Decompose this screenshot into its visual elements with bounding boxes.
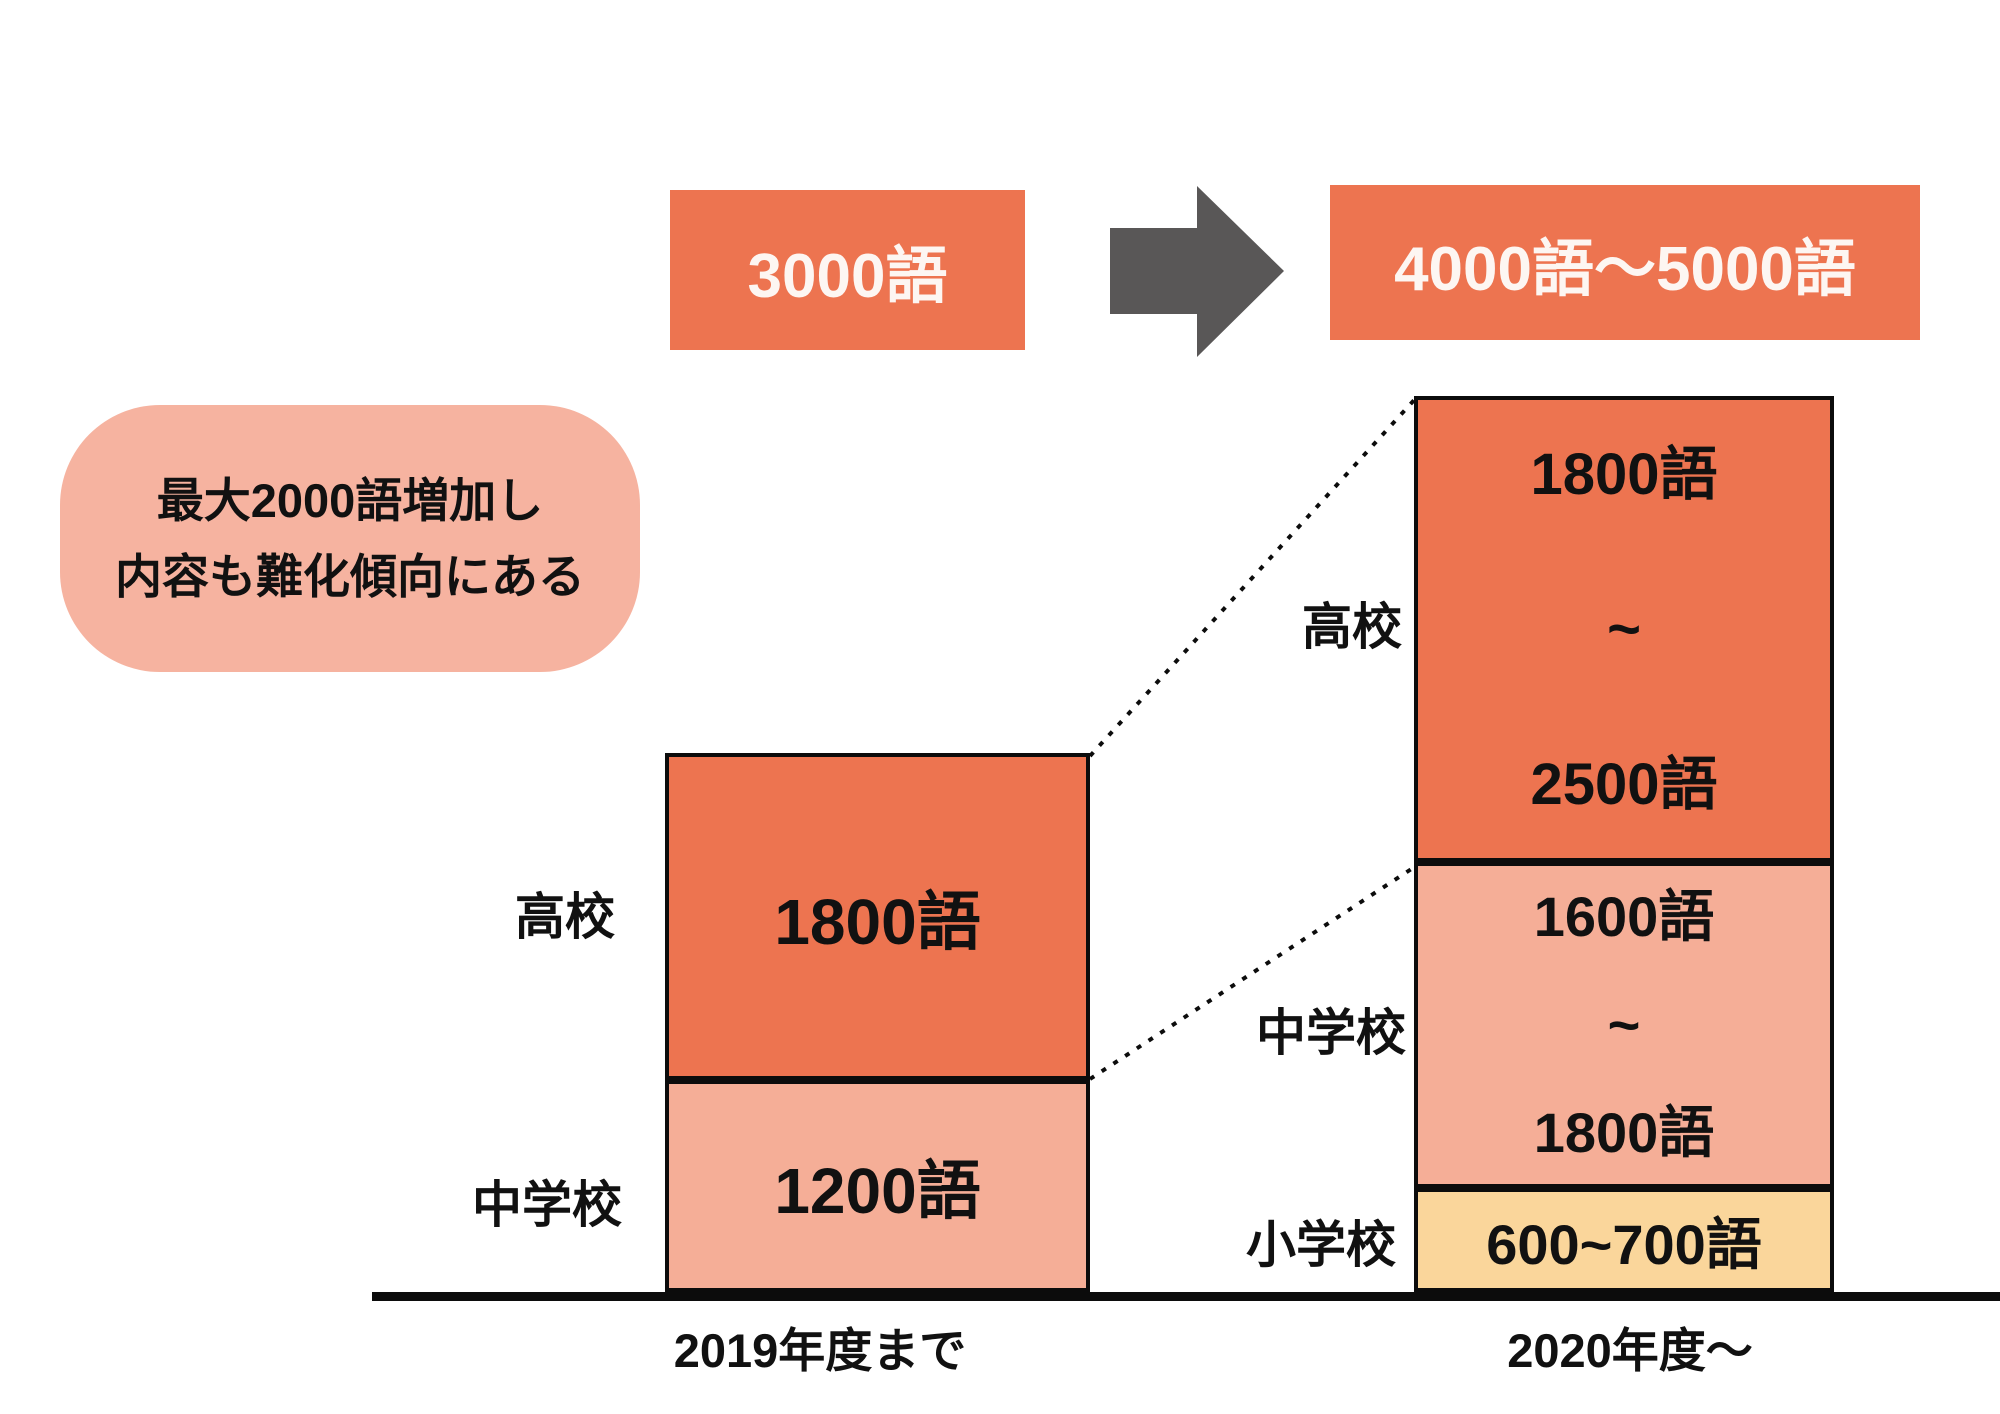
bar-2020-elementary-value: 600~700語 bbox=[1486, 1212, 1762, 1276]
annotation-line-1: 最大2000語増加し bbox=[156, 473, 544, 527]
bar-2019-highschool-segment: 1800語 bbox=[665, 753, 1090, 1080]
label-juniorhigh-2019: 中学校 bbox=[472, 1177, 622, 1233]
bar-2020-juniorhigh-value-min: 1600語 bbox=[1533, 885, 1715, 948]
arrow-right-icon bbox=[1110, 186, 1284, 357]
tilde-separator: ~ bbox=[1607, 596, 1641, 662]
bar-2020-elementary-segment: 600~700語 bbox=[1414, 1188, 1834, 1292]
bar-2020-juniorhigh-segment: 1600語 ~ 1800語 bbox=[1414, 862, 1834, 1188]
x-axis-line bbox=[372, 1292, 2000, 1301]
bar-2020-highschool-segment: 1800語 ~ 2500語 bbox=[1414, 396, 1834, 862]
axis-label-2020: 2020年度〜 bbox=[1507, 1324, 1753, 1377]
bar-2020-highschool-value-min: 1800語 bbox=[1530, 441, 1718, 507]
total-after-label: 4000語〜5000語 bbox=[1394, 234, 1856, 304]
bar-2019-juniorhigh-value: 1200語 bbox=[774, 1155, 981, 1227]
total-before-label: 3000語 bbox=[747, 242, 948, 311]
bar-2019: 1800語 1200語 bbox=[665, 753, 1090, 1292]
connector-dotted-line-top bbox=[1088, 396, 1418, 758]
bar-2019-juniorhigh-segment: 1200語 bbox=[665, 1080, 1090, 1292]
total-after-box: 4000語〜5000語 bbox=[1330, 185, 1920, 340]
label-juniorhigh-2020: 中学校 bbox=[1256, 1005, 1406, 1061]
bar-2019-highschool-value: 1800語 bbox=[774, 885, 981, 958]
bar-2020: 1800語 ~ 2500語 1600語 ~ 1800語 600~700語 bbox=[1414, 396, 1834, 1292]
annotation-line-2: 内容も難化傾向にある bbox=[115, 549, 585, 603]
annotation-callout: 最大2000語増加し 内容も難化傾向にある bbox=[60, 405, 640, 672]
label-elementary-2020: 小学校 bbox=[1246, 1217, 1396, 1273]
axis-label-2019: 2019年度まで bbox=[673, 1324, 967, 1377]
tilde-separator: ~ bbox=[1607, 993, 1641, 1056]
total-before-box: 3000語 bbox=[670, 190, 1025, 350]
bar-2020-highschool-value-max: 2500語 bbox=[1530, 751, 1718, 817]
bar-2020-juniorhigh-value-max: 1800語 bbox=[1533, 1101, 1715, 1164]
label-highschool-2019: 高校 bbox=[515, 889, 615, 945]
label-highschool-2020: 高校 bbox=[1302, 599, 1402, 655]
